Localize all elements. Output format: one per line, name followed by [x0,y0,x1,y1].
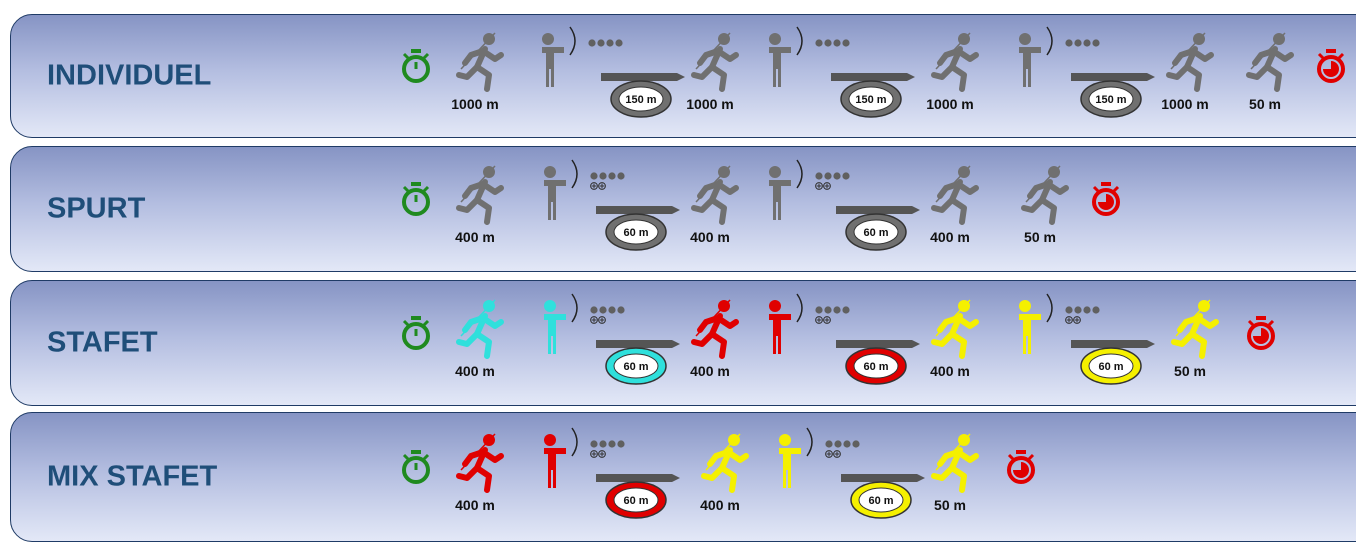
shooter-icon [779,427,860,488]
runner-icon [1021,165,1069,225]
shooter-icon [769,26,850,87]
stop-stopwatch-icon [1317,49,1345,83]
start-stopwatch-icon [402,450,430,484]
runner-icon [701,433,749,493]
runner-icon [931,299,979,359]
runner-icon [1166,32,1214,92]
runner-icon [456,299,504,359]
distance-label: 1000 m [686,96,733,112]
runner-icon [456,165,504,225]
shooter-icon [544,427,625,488]
penalty-loop-label: 60 m [863,361,888,373]
row-mix-stafet: MIX STAFET 400 m 60 m 400 m 60 m 50 m [10,412,1356,542]
penalty-loop-icon [596,206,680,251]
sequence-individuel: 1000 m 150 m 1000 m 150 m 1000 m 150 m 1000 m 5… [402,26,1345,118]
penalty-loop-label: 150 m [1095,94,1126,106]
shooter-icon [1019,293,1100,354]
start-stopwatch-icon [402,316,430,350]
row-title-individuel: INDIVIDUEL [47,59,212,92]
penalty-loop-icon [1071,340,1155,385]
penalty-loop-label: 150 m [855,94,886,106]
penalty-loop-label: 60 m [623,495,648,507]
runner-icon [1246,32,1294,92]
row-title-mix-stafet: MIX STAFET [47,460,218,493]
runner-icon [931,32,979,92]
row-title-stafet: STAFET [47,326,158,359]
distance-label: 50 m [1249,96,1281,112]
distance-label: 400 m [930,363,970,379]
distance-label: 400 m [690,229,730,245]
stop-stopwatch-icon [1247,316,1275,350]
distance-label: 400 m [455,363,495,379]
penalty-loop-icon [596,340,680,385]
penalty-loop-label: 60 m [1098,361,1123,373]
penalty-loop-label: 60 m [863,227,888,239]
shooter-icon [769,159,850,220]
runner-icon [691,299,739,359]
shooter-icon [544,159,625,220]
runner-icon [691,165,739,225]
row-stafet: STAFET 400 m 60 m 400 m 60 m 400 m 60 m 50 m [10,280,1356,406]
runner-icon [931,433,979,493]
penalty-loop-icon [596,474,680,519]
penalty-loop-icon [601,73,685,118]
distance-label: 400 m [690,363,730,379]
shooter-icon [544,293,625,354]
runner-icon [456,433,504,493]
start-stopwatch-icon [402,182,430,216]
penalty-loop-label: 60 m [623,361,648,373]
sequence-mix-stafet: 400 m 60 m 400 m 60 m 50 m [402,427,1035,519]
distance-label: 400 m [930,229,970,245]
distance-label: 400 m [700,497,740,513]
runner-icon [931,165,979,225]
shooter-icon [769,293,850,354]
penalty-loop-icon [1071,73,1155,118]
distance-label: 400 m [455,497,495,513]
penalty-loop-label: 150 m [625,94,656,106]
row-title-spurt: SPURT [47,192,146,225]
sequence-spurt: 400 m 60 m 400 m 60 m 400 m 50 m [402,159,1120,251]
penalty-loop-icon [831,73,915,118]
distance-label: 50 m [934,497,966,513]
penalty-loop-icon [836,206,920,251]
distance-label: 400 m [455,229,495,245]
penalty-loop-label: 60 m [623,227,648,239]
shooter-icon [1019,26,1100,87]
distance-label: 50 m [1024,229,1056,245]
runner-icon [691,32,739,92]
row-spurt: SPURT 400 m 60 m 400 m 60 m 400 m 50 m [10,146,1356,272]
penalty-loop-label: 60 m [868,495,893,507]
stop-stopwatch-icon [1092,182,1120,216]
runner-icon [456,32,504,92]
runner-icon [1171,299,1219,359]
shooter-icon [542,26,623,87]
distance-label: 1000 m [926,96,973,112]
sequence-stafet: 400 m 60 m 400 m 60 m 400 m 60 m 50 m [402,293,1275,385]
start-stopwatch-icon [402,49,430,83]
distance-label: 1000 m [1161,96,1208,112]
stop-stopwatch-icon [1007,450,1035,484]
penalty-loop-icon [836,340,920,385]
distance-label: 50 m [1174,363,1206,379]
penalty-loop-icon [841,474,925,519]
distance-label: 1000 m [451,96,498,112]
